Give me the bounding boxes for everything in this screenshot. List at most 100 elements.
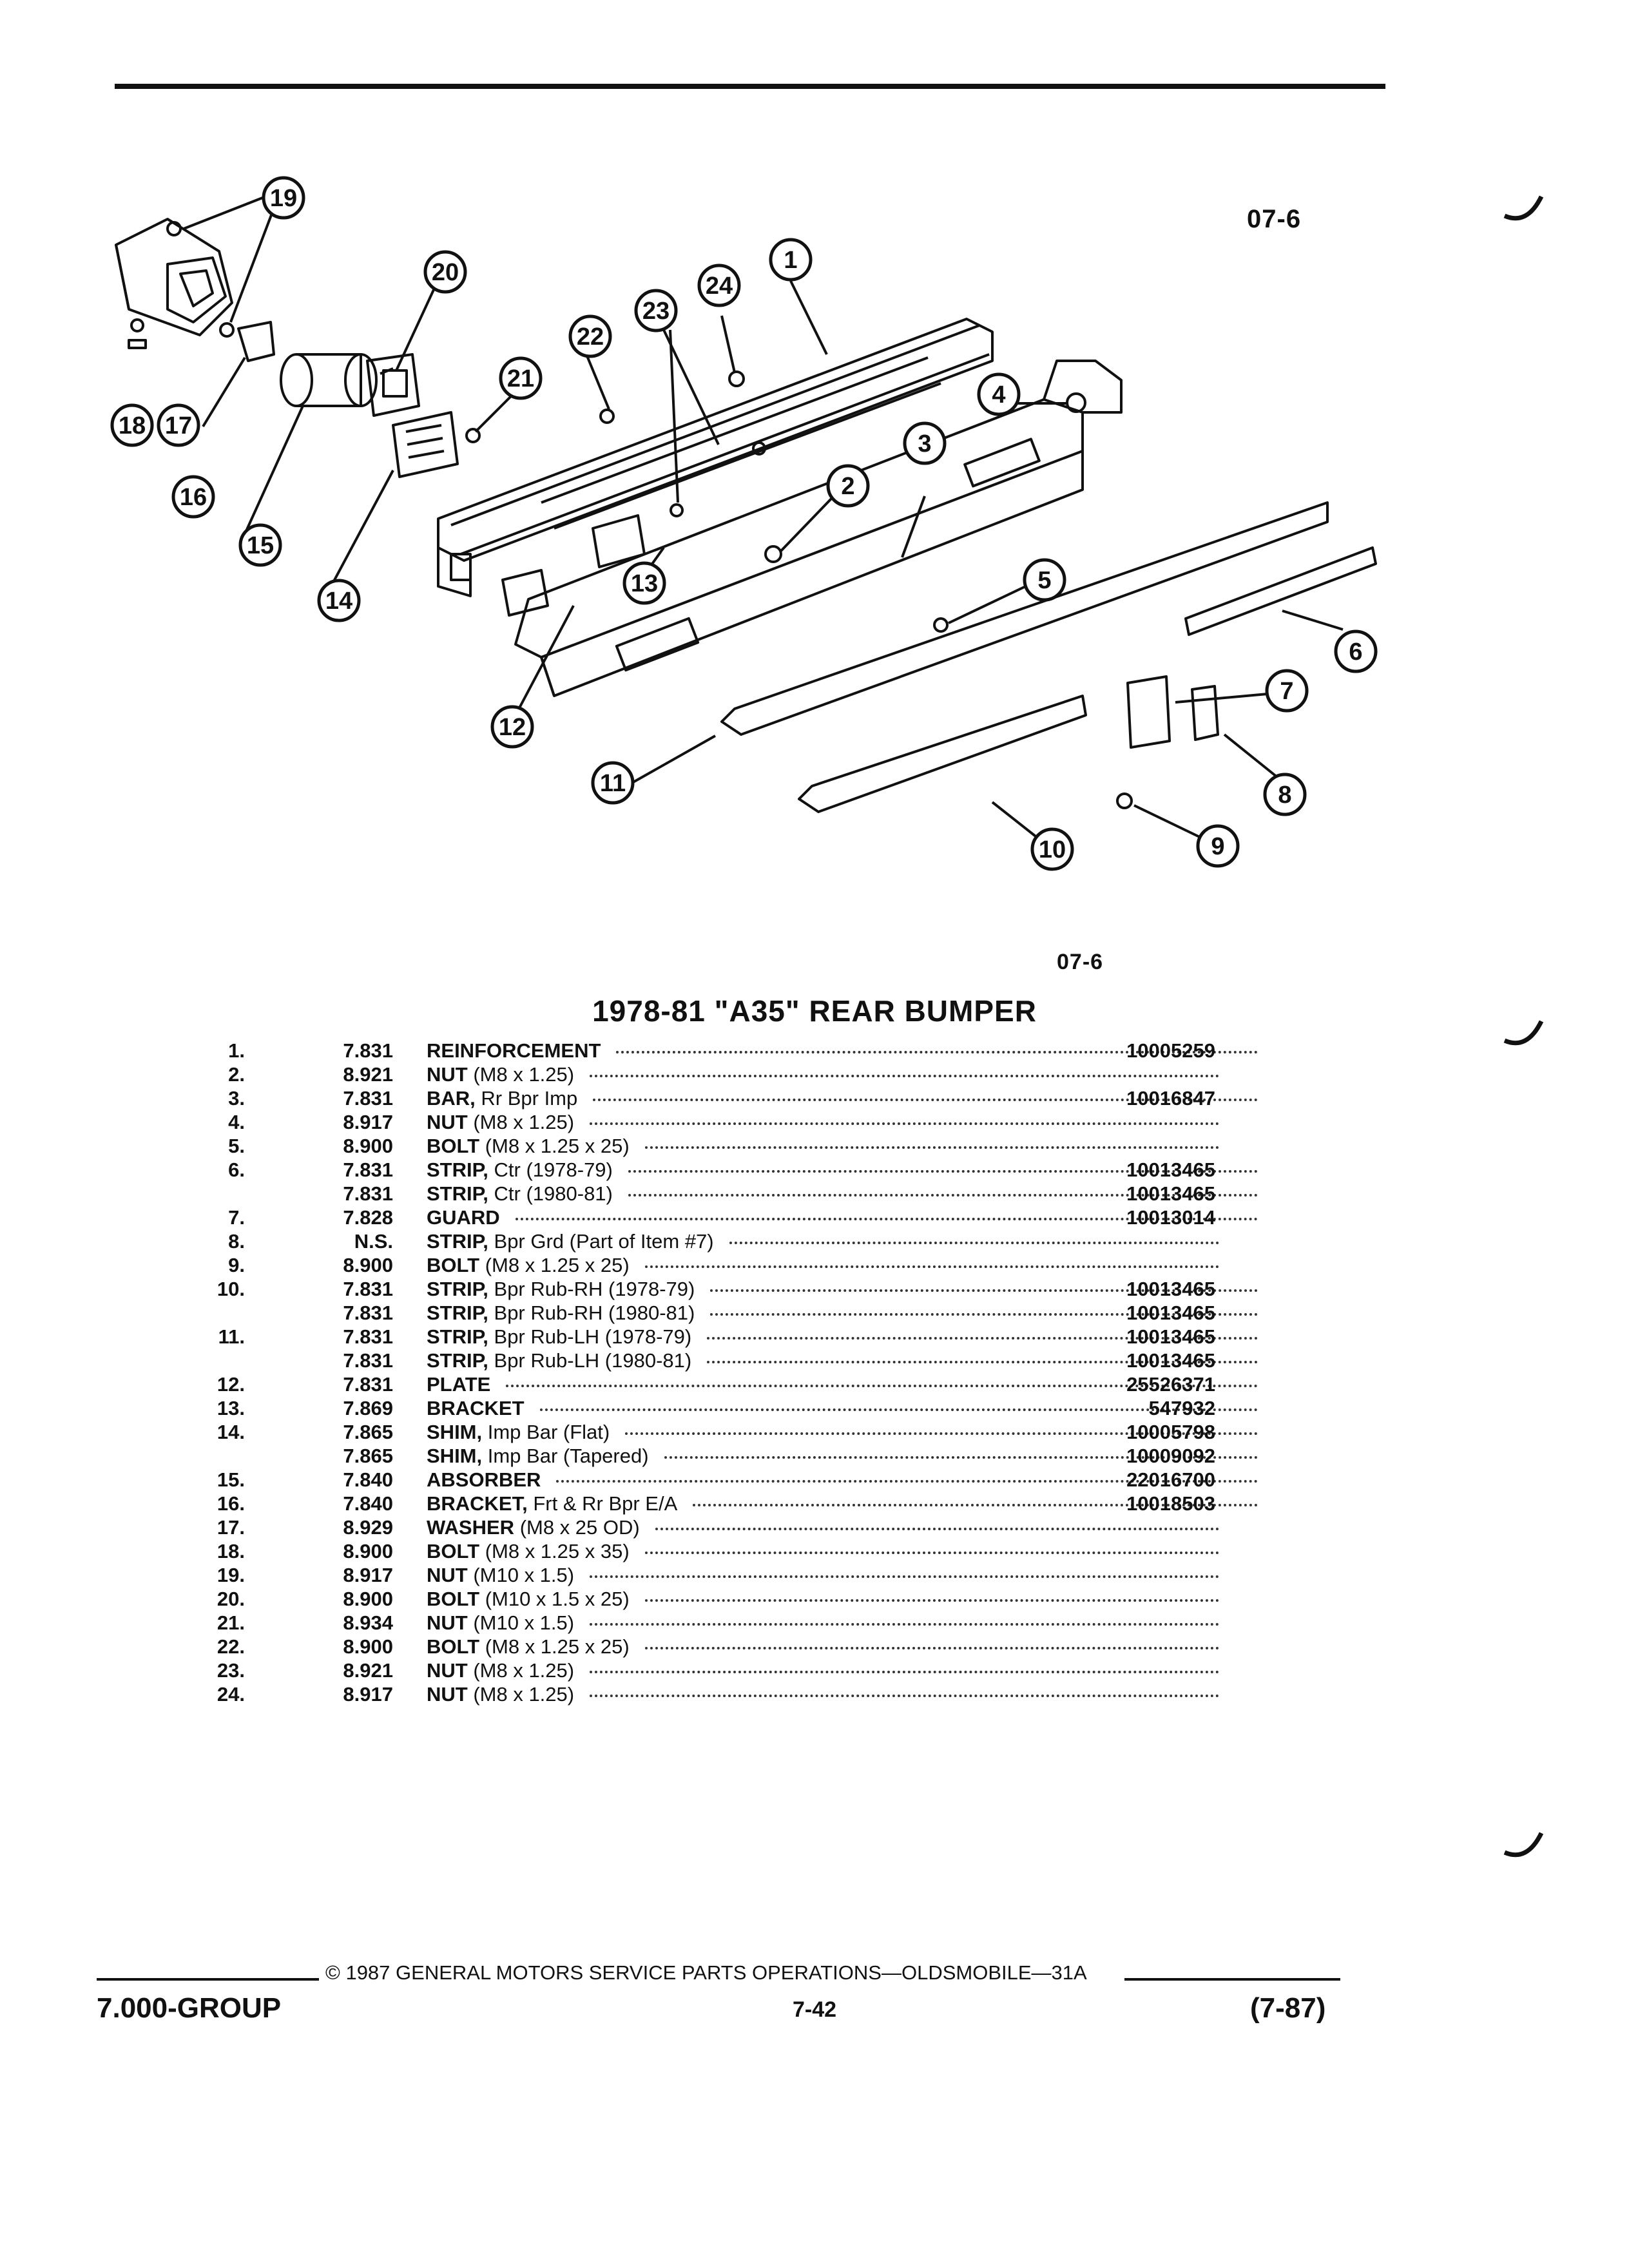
dot-leader <box>710 1289 1258 1292</box>
group-number: 8.900 <box>343 1135 393 1157</box>
svg-text:7: 7 <box>1280 678 1293 705</box>
part-detail: Bpr Rub-LH (1978-79) <box>488 1325 692 1348</box>
svg-text:9: 9 <box>1211 833 1224 860</box>
item-number: 16. <box>217 1492 245 1515</box>
footer-page-number: 7-42 <box>792 1997 837 2022</box>
dot-leader <box>593 1099 1258 1101</box>
part-detail: (M8 x 1.25 x 25) <box>479 1254 630 1276</box>
group-number: 7.840 <box>343 1492 393 1515</box>
dot-leader <box>628 1194 1258 1196</box>
svg-text:15: 15 <box>247 532 274 559</box>
part-detail: Bpr Rub-RH (1980-81) <box>488 1302 695 1324</box>
dot-leader <box>729 1242 1219 1244</box>
part-description: NUT (M10 x 1.5) <box>427 1611 1226 1635</box>
dot-leader <box>644 1599 1219 1602</box>
group-number: 7.828 <box>343 1206 393 1229</box>
group-number: 8.917 <box>343 1683 393 1706</box>
dot-leader <box>590 1075 1219 1077</box>
dot-leader <box>644 1146 1219 1149</box>
svg-text:16: 16 <box>180 484 207 511</box>
part-name: BOLT <box>427 1588 480 1610</box>
callout-2: 2 <box>826 464 870 508</box>
group-number: 7.865 <box>343 1421 393 1443</box>
page-title: 1978-81 "A35" REAR BUMPER <box>592 994 1037 1028</box>
part-number: 10013465 <box>1126 1325 1215 1348</box>
part-name: STRIP, <box>427 1278 488 1300</box>
page-code-mid: 07-6 <box>1057 950 1104 974</box>
dot-leader <box>556 1480 1258 1483</box>
part-name: BOLT <box>427 1540 480 1562</box>
part-description: STRIP, Bpr Rub-LH (1978-79) <box>427 1325 1264 1349</box>
group-number: 7.831 <box>343 1302 393 1324</box>
dot-leader <box>644 1265 1219 1268</box>
item-number: 9. <box>228 1254 245 1276</box>
part-description: STRIP, Ctr (1978-79) <box>427 1158 1264 1182</box>
dot-leader <box>644 1647 1219 1649</box>
svg-text:23: 23 <box>642 298 670 325</box>
group-number: 8.921 <box>343 1063 393 1086</box>
svg-text:24: 24 <box>706 273 733 300</box>
dot-leader <box>707 1361 1258 1363</box>
callout-4: 4 <box>977 372 1021 416</box>
page-code-top: 07-6 <box>1247 205 1302 233</box>
item-number: 10. <box>217 1278 245 1300</box>
svg-text:22: 22 <box>577 323 604 351</box>
part-name: BOLT <box>427 1635 480 1658</box>
exploded-diagram: 19 20 21 22 23 24 1 4 3 2 5 6 7 8 9 10 1… <box>110 176 1378 871</box>
group-number: 7.831 <box>343 1182 393 1205</box>
footer-date: (7-87) <box>1250 1992 1326 2024</box>
svg-text:20: 20 <box>432 259 459 286</box>
dot-leader <box>628 1170 1258 1173</box>
part-row: 8.N.S.STRIP, Bpr Grd (Part of Item #7) <box>193 1229 1237 1253</box>
svg-text:14: 14 <box>325 588 352 615</box>
callout-7: 7 <box>1265 669 1309 713</box>
part-detail: Imp Bar (Tapered) <box>482 1445 649 1467</box>
absorber-drawing <box>280 353 420 417</box>
part-detail: (M8 x 25 OD) <box>514 1516 640 1539</box>
part-number: 22016700 <box>1126 1468 1215 1491</box>
part-description: NUT (M8 x 1.25) <box>427 1110 1226 1134</box>
part-description: NUT (M8 x 1.25) <box>427 1658 1226 1682</box>
item-number: 6. <box>228 1158 245 1181</box>
part-name: STRIP, <box>427 1349 488 1372</box>
callout-22: 22 <box>568 314 612 358</box>
callout-1: 1 <box>769 238 813 282</box>
part-name: SHIM, <box>427 1421 483 1443</box>
dot-leader <box>590 1575 1219 1578</box>
part-description: ABSORBER <box>427 1468 1264 1492</box>
item-number: 21. <box>217 1611 245 1634</box>
callout-9: 9 <box>1196 824 1240 868</box>
group-number: 8.900 <box>343 1635 393 1658</box>
item-number: 24. <box>217 1683 245 1706</box>
part-detail: Bpr Rub-LH (1980-81) <box>488 1349 692 1372</box>
item-number: 7. <box>228 1206 245 1229</box>
part-name: STRIP, <box>427 1302 488 1324</box>
part-number: 10005259 <box>1126 1039 1215 1062</box>
dot-leader <box>644 1552 1219 1554</box>
part-description: STRIP, Bpr Rub-RH (1978-79) <box>427 1277 1264 1301</box>
part-detail: Ctr (1980-81) <box>488 1182 613 1205</box>
dot-leader <box>625 1432 1258 1435</box>
item-number: 23. <box>217 1659 245 1682</box>
part-name: NUT <box>427 1063 468 1086</box>
group-number: 7.831 <box>343 1278 393 1300</box>
item-number: 4. <box>228 1111 245 1133</box>
part-detail: (M8 x 1.25) <box>467 1683 575 1706</box>
group-number: N.S. <box>354 1230 393 1253</box>
part-detail: (M8 x 1.25) <box>467 1111 575 1133</box>
callout-3: 3 <box>903 421 947 465</box>
group-number: 7.869 <box>343 1397 393 1419</box>
